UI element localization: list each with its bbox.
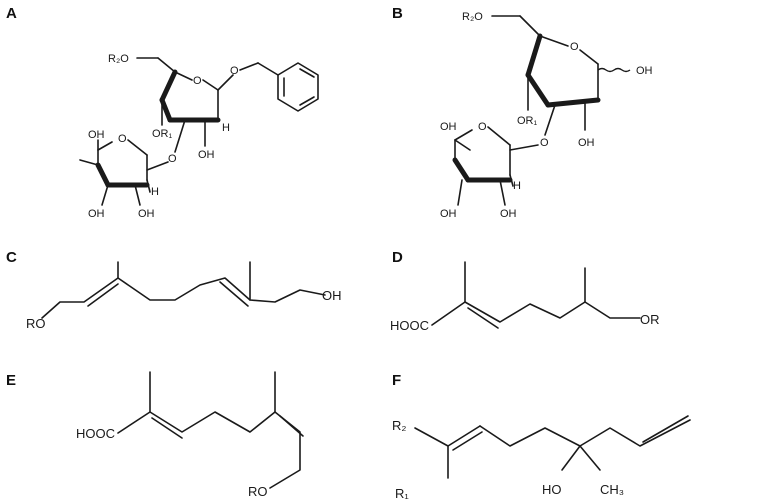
oh-label-b-2: OH — [578, 137, 595, 149]
r2-label-f: R₂ — [392, 418, 406, 433]
oh-label-a-2: OH — [88, 129, 105, 141]
or-label-d: OR — [640, 312, 660, 327]
anomeric-oxygen-a: O — [230, 65, 239, 77]
panel-b: B R₂O O OH OR₁ OH O O OH H OH — [392, 5, 653, 220]
panel-c: C RO OH — [6, 249, 342, 331]
r2o-label-b: R₂O — [462, 11, 483, 23]
panel-f: F R₂ R₁ HO CH₃ — [392, 372, 691, 501]
ch3-label-f: CH₃ — [600, 482, 624, 497]
ring-oxygen-a: O — [193, 75, 202, 87]
oh-label-a-1: OH — [198, 149, 215, 161]
hooc-label-d: HOOC — [390, 318, 429, 333]
oh-label-c: OH — [322, 288, 342, 303]
h-label-a2: H — [151, 186, 159, 198]
h-label-b: H — [513, 180, 521, 192]
panel-label-c: C — [6, 249, 17, 266]
panel-label-e: E — [6, 372, 16, 389]
panel-label-a: A — [6, 5, 17, 22]
h-label-a: H — [222, 122, 230, 134]
panel-a: A R₂O O O H OR₁ OH O O OH — [6, 5, 319, 220]
ring-oxygen-b2: O — [478, 121, 487, 133]
panel-label-b: B — [392, 5, 403, 22]
glycosidic-oxygen-a: O — [168, 153, 177, 165]
ring-oxygen-a2: O — [118, 133, 127, 145]
ring-oxygen-b: O — [570, 41, 579, 53]
panel-label-f: F — [392, 372, 401, 389]
panel-e: E HOOC RO — [6, 371, 304, 499]
panel-label-d: D — [392, 249, 403, 266]
ro-label-e: RO — [248, 484, 268, 499]
oh-label-a-4: OH — [138, 208, 155, 220]
oh-label-b-4: OH — [440, 208, 457, 220]
ro-label-c: RO — [26, 316, 46, 331]
hooc-label-e: HOOC — [76, 426, 115, 441]
oh-label-a-3: OH — [88, 208, 105, 220]
glycosidic-oxygen-b: O — [540, 137, 549, 149]
or1-label-b: OR₁ — [517, 115, 538, 127]
panel-d: D HOOC OR — [390, 249, 660, 333]
r1-label-f: R₁ — [395, 486, 409, 501]
or1-label-a: OR₁ — [152, 128, 173, 140]
oh-label-b-1: OH — [636, 65, 653, 77]
oh-label-b-5: OH — [500, 208, 517, 220]
oh-label-b-3: OH — [440, 121, 457, 133]
r2o-label-a: R₂O — [108, 53, 129, 65]
ho-label-f: HO — [542, 482, 562, 497]
